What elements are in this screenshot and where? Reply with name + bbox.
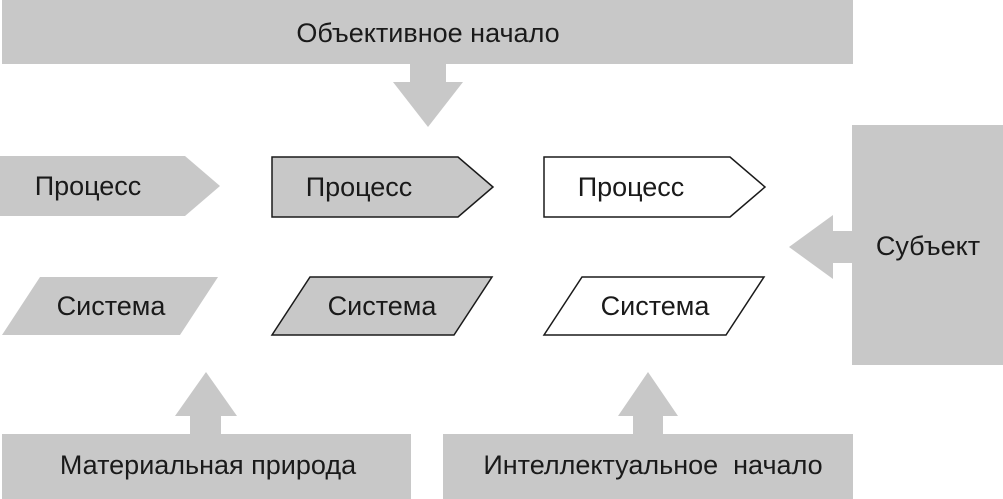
system-shape-1 — [2, 277, 218, 335]
material-nature-box — [2, 434, 411, 499]
system-label-2: Система — [328, 291, 438, 321]
process-label-3: Процесс — [578, 172, 685, 202]
system-shape-3 — [542, 276, 766, 336]
subject-label: Субъект — [876, 231, 980, 261]
process-label-1: Процесс — [35, 171, 142, 201]
material-nature-label: Материальная природа — [60, 450, 357, 480]
system-shape-2 — [270, 276, 494, 336]
intellectual-origin-label: Интеллектуальное начало — [483, 450, 822, 480]
left-arrow-icon — [789, 215, 852, 279]
up-arrow-icon — [175, 372, 237, 434]
process-shape-1 — [0, 156, 220, 216]
system-label-3: Система — [601, 291, 711, 321]
material-nature-block: Материальная природа — [2, 372, 411, 499]
subject-box — [852, 125, 1003, 365]
system-label-1: Система — [57, 291, 167, 321]
objective-origin-block: Объективное начало — [2, 0, 853, 127]
down-arrow-icon — [393, 64, 463, 127]
intellectual-origin-block: Интеллектуальное начало — [443, 372, 853, 499]
objective-origin-label: Объективное начало — [296, 18, 559, 48]
process-shape-3 — [543, 156, 767, 218]
process-shape-2 — [271, 156, 495, 218]
subject-block: Субъект — [789, 125, 1003, 365]
up-arrow-icon — [618, 372, 678, 434]
intellectual-origin-box — [443, 434, 853, 499]
process-label-2: Процесс — [306, 172, 413, 202]
objective-origin-box — [2, 0, 853, 64]
